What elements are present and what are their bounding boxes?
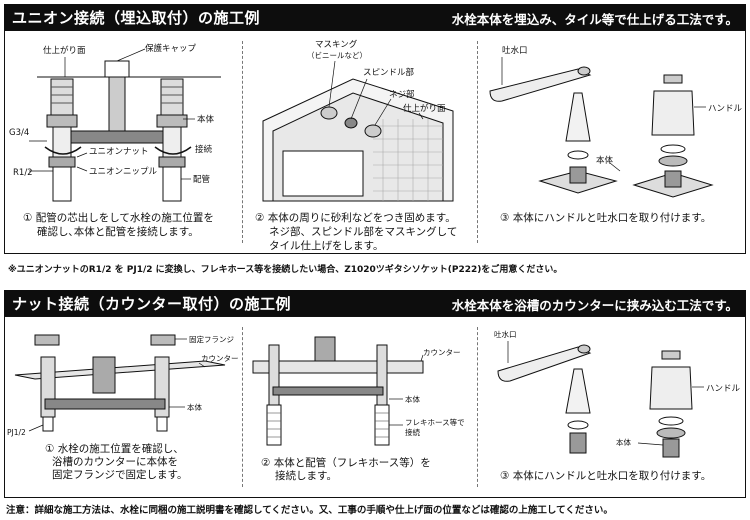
tile-finish-illustration: マスキング （ビニールなど） スピンドル部 ネジ部 仕上がり面: [262, 39, 454, 202]
label-spout: 吐水口: [502, 45, 528, 56]
label-connect: 接続: [195, 144, 213, 155]
divider: [242, 327, 243, 487]
caption-line: ネジ部、スピンドル部をマスキングして: [269, 226, 458, 238]
section-nut-connection: ナット接続（カウンター取付）の施工例 水栓本体を浴槽のカウンターに挟み込む工法で…: [4, 290, 746, 498]
caption-line: タイル仕上げをします。: [269, 240, 384, 252]
label-cap: 保護キャップ: [145, 43, 197, 54]
section1-header: ユニオン接続（埋込取付）の施工例 水栓本体を埋込み、タイル等で仕上げる工法です。: [4, 4, 746, 30]
label-handle: ハンドル: [706, 384, 741, 394]
label-union-nipple: ユニオンニップル: [89, 167, 158, 177]
counter-mount-illustration: 固定フランジ カウンター 本体 PJ1/2: [7, 334, 239, 437]
label-union-nut: ユニオンナット: [89, 147, 149, 157]
caption-nut-step3: ③ 本体にハンドルと吐水口を取り付けます。: [500, 469, 711, 483]
label-finish-surface: 仕上がり面: [403, 103, 446, 114]
label-finish: 仕上がり面: [43, 45, 86, 56]
section1-panel-box: 仕上がり面 保護キャップ 本体 G3/4 R1/2 ユニオンナット ユニオンニッ…: [4, 30, 746, 254]
caption-union-step2: ② 本体の周りに砂利などをつき固めます。 ネジ部、スピンドル部をマスキングして …: [255, 211, 457, 253]
caption-line: ② 本体と配管（フレキホース等）を: [261, 457, 431, 469]
label-body: 本体: [616, 437, 631, 447]
union-piping-illustration: 仕上がり面 保護キャップ 本体 G3/4 R1/2 ユニオンナット ユニオンニッ…: [9, 43, 221, 202]
label-masking-sub: （ビニールなど）: [307, 51, 367, 60]
caption-line: ③ 本体にハンドルと吐水口を取り付けます。: [500, 470, 712, 482]
label-counter: カウンター: [423, 348, 461, 357]
divider: [242, 41, 243, 243]
label-body: 本体: [197, 114, 215, 125]
label-flange: 固定フランジ: [189, 334, 234, 344]
handle-spout-illustration: 吐水口 ハンドル 本体: [489, 45, 743, 198]
section2-panel-box: 固定フランジ カウンター 本体 PJ1/2 ① 水栓の施工位置を確認し、 浴槽の…: [4, 316, 746, 498]
label-handle: ハンドル: [708, 104, 743, 114]
label-hose: フレキホース等で: [405, 417, 465, 427]
caption-line: ③ 本体にハンドルと吐水口を取り付けます。: [500, 212, 712, 224]
section2-header: ナット接続（カウンター取付）の施工例 水栓本体を浴槽のカウンターに挟み込む工法で…: [4, 290, 746, 316]
label-g34: G3/4: [9, 128, 29, 138]
caption-line: 浴槽のカウンターに本体を: [52, 456, 178, 468]
label-body: 本体: [405, 394, 420, 404]
caption-line: ① 配管の芯出しをして水栓の施工位置を: [23, 212, 214, 224]
section-union-connection: ユニオン接続（埋込取付）の施工例 水栓本体を埋込み、タイル等で仕上げる工法です。: [4, 4, 746, 254]
panel-nut-step3: 吐水口 ハンドル 本体 ③ 本体にハンドルと吐水口を取り付けます。: [478, 317, 745, 497]
caption-union-step1: ① 配管の芯出しをして水栓の施工位置を 確認し､本体と配管を接続します。: [23, 211, 214, 239]
label-spout: 吐水口: [494, 329, 517, 339]
section2-subtitle: 水栓本体を浴槽のカウンターに挟み込む工法です。: [451, 298, 738, 313]
label-counter: カウンター: [201, 354, 239, 363]
divider: [477, 41, 478, 243]
note-caution: 注意：詳細な施工方法は、水栓に同梱の施工説明書を確認してください。又、工事の手順…: [6, 505, 613, 516]
label-hose-connect: 接続: [405, 427, 420, 437]
caption-line: ① 水栓の施工位置を確認し、: [45, 443, 184, 455]
divider: [477, 327, 478, 487]
caption-nut-step1: ① 水栓の施工位置を確認し、 浴槽のカウンターに本体を 固定フランジで固定します…: [45, 443, 187, 482]
caption-line: 接続します。: [275, 470, 337, 482]
section2-title: ナット接続（カウンター取付）の施工例: [12, 295, 292, 313]
label-masking: マスキング: [315, 39, 358, 50]
label-r12: R1/2: [13, 168, 33, 178]
hose-connect-illustration: カウンター 本体 フレキホース等で 接続: [252, 336, 465, 446]
section1-title: ユニオン接続（埋込取付）の施工例: [12, 9, 261, 27]
caption-nut-step2: ② 本体と配管（フレキホース等）を 接続します。: [261, 457, 431, 483]
panel-union-step3: 吐水口 ハンドル 本体 ③ 本体にハンドルと吐水口を取り付けます。: [478, 31, 745, 253]
label-screw: ネジ部: [389, 89, 415, 100]
panel-union-step2: マスキング （ビニールなど） スピンドル部 ネジ部 仕上がり面 ② 本体の周りに…: [243, 31, 477, 253]
section1-subtitle: 水栓本体を埋込み、タイル等で仕上げる工法です。: [451, 12, 738, 27]
label-spindle: スピンドル部: [363, 67, 415, 78]
handle-spout-illustration-2: 吐水口 ハンドル 本体: [494, 329, 741, 458]
label-body: 本体: [187, 402, 202, 412]
label-pipe: 配管: [193, 174, 210, 185]
caption-line: ② 本体の周りに砂利などをつき固めます。: [255, 212, 456, 224]
caption-union-step3: ③ 本体にハンドルと吐水口を取り付けます。: [500, 211, 711, 225]
caption-line: 確認し､本体と配管を接続します。: [37, 226, 199, 238]
label-pj12: PJ1/2: [7, 428, 26, 437]
note-union-adapter: ※ユニオンナットのR1/2 を PJ1/2 に変換し、フレキホース等を接続したい…: [8, 265, 563, 275]
caption-line: 固定フランジで固定します。: [52, 469, 188, 481]
panel-union-step1: 仕上がり面 保護キャップ 本体 G3/4 R1/2 ユニオンナット ユニオンニッ…: [5, 31, 242, 253]
label-body: 本体: [596, 155, 614, 166]
panel-nut-step1: 固定フランジ カウンター 本体 PJ1/2 ① 水栓の施工位置を確認し、 浴槽の…: [5, 317, 242, 497]
panel-nut-step2: カウンター 本体 フレキホース等で 接続 ② 本体と配管（フレキホース等）を 接…: [243, 317, 477, 497]
